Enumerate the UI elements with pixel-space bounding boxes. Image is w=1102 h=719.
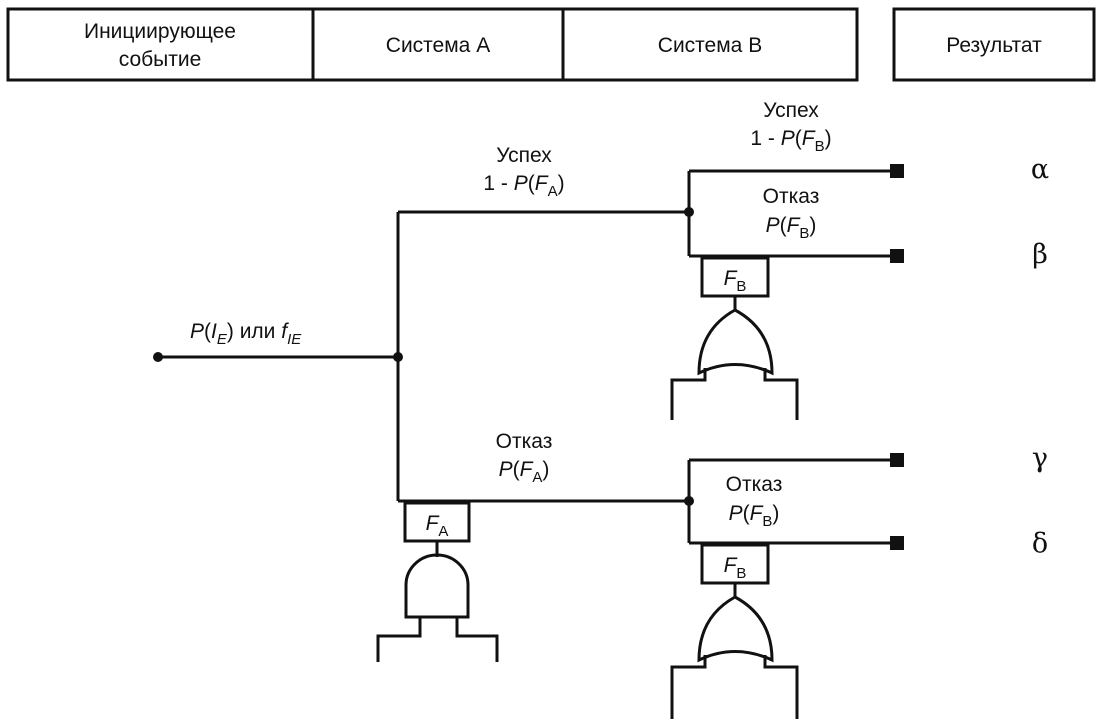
system-a-failure-prob: P(FA) [499,458,550,486]
system-b-upper-failure-prob: P(FB) [766,214,817,242]
gate-fb-upper: FB [670,256,799,420]
header-initiating-line2: событие [119,48,202,71]
gate-fb-lower-label: FB [724,554,747,582]
system-b-upper-node [684,207,694,217]
gate-fb-lower-input-right [763,655,799,719]
outcome-gamma-terminal [890,453,904,467]
gate-fb-upper-label: FB [724,267,747,295]
initiating-event-label: P(IE) или fIE [190,320,302,348]
system-b-success-word: Успех [763,99,819,122]
and-gate-icon [404,553,470,619]
gate-fb-lower: FB [670,543,799,719]
outcome-delta-terminal [890,536,904,550]
gate-fa: FA [376,501,499,662]
outcome-beta-terminal [890,249,904,263]
gate-fb-lower-input-left [670,655,707,719]
gate-fa-label: FA [426,512,449,540]
outcome-alpha-label: α [1031,154,1049,185]
system-b-upper-failure-word: Отказ [763,185,820,208]
gate-fa-input-right [455,617,499,662]
or-gate-icon [697,595,774,663]
system-b-lower-failure-word: Отказ [726,473,783,496]
gate-fb-upper-input-left [670,368,707,420]
tree-nodes [153,164,904,550]
header-cell-system-a [311,7,565,82]
outcome-beta-label: β [1032,239,1048,270]
outcome-gamma-label: γ [1032,443,1048,474]
or-gate-icon [697,308,774,376]
header-cell-initiating-event [6,7,315,82]
gate-fb-upper-input-right [763,368,799,420]
gate-fa-input-left [376,617,422,662]
system-b-success-prob: 1 - P(FB) [750,127,831,155]
system-b-lower-failure-prob: P(FB) [729,502,780,530]
initiating-node [153,352,163,362]
header-system-b: Система В [658,34,762,57]
outcome-delta-label: δ [1032,528,1048,559]
system-a-failure-word: Отказ [496,430,553,453]
header-cell-result [892,7,1096,82]
header-initiating-line1: Инициирующее [84,20,236,43]
system-a-success-word: Успех [496,144,552,167]
system-a-node [393,352,403,362]
header-row: Инициирующее событие Система А Система В… [6,7,1096,82]
outcome-alpha-terminal [890,164,904,178]
system-b-lower-node [684,496,694,506]
header-result: Результат [946,34,1042,57]
header-system-a: Система А [386,34,490,57]
header-cell-system-b [561,7,859,82]
system-a-success-prob: 1 - P(FA) [483,172,564,200]
